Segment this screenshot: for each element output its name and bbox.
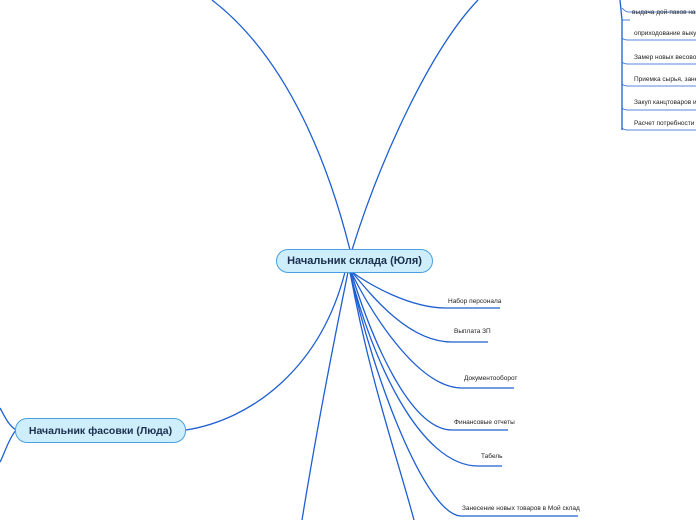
connector-branch-6 <box>349 271 461 517</box>
branch-label-4[interactable]: Финансовые отчеты <box>454 419 515 426</box>
connector-left-node <box>185 271 346 431</box>
branch-label-2[interactable]: Выплата ЗП <box>454 328 491 335</box>
connector-bottom-left <box>301 271 349 520</box>
connector-left-edge-2 <box>0 429 17 463</box>
connector-branch-3 <box>350 271 463 389</box>
center-node-label: Начальник склада (Юля) <box>287 255 422 267</box>
branch-label-1[interactable]: Набор персонала <box>448 298 502 305</box>
left-node[interactable]: Начальник фасовки (Люда) <box>15 418 186 443</box>
connector-top-right-list <box>619 0 623 130</box>
top-right-item-1[interactable]: выдача дой-паков на <box>632 9 696 16</box>
connector-bottom-right <box>349 271 415 520</box>
branch-label-3[interactable]: Документооборот <box>464 375 518 382</box>
top-right-item-4[interactable]: Приемка сырья, зане <box>634 76 696 83</box>
left-node-label: Начальник фасовки (Люда) <box>28 424 173 437</box>
connector-branch-1 <box>351 271 447 309</box>
center-node[interactable]: Начальник склада (Юля) <box>276 249 433 273</box>
connector-left-edge-1 <box>0 407 17 431</box>
connector-branch-5 <box>349 271 479 467</box>
top-right-item-6[interactable]: Расчет потребности <box>634 120 695 127</box>
branch-label-6[interactable]: Занесение новых товаров в Мой склад <box>462 505 580 512</box>
top-right-item-5[interactable]: Закуп канцтоваров и <box>634 99 696 106</box>
top-right-item-3[interactable]: Замер новых весовок <box>634 54 696 61</box>
top-right-item-2[interactable]: оприходование выку <box>634 30 696 37</box>
connector-top-left <box>211 0 351 251</box>
branch-label-5[interactable]: Табель <box>481 453 503 460</box>
connector-branch-4 <box>350 271 453 431</box>
connector-top-right <box>351 0 479 251</box>
connector-branch-2 <box>351 271 453 343</box>
